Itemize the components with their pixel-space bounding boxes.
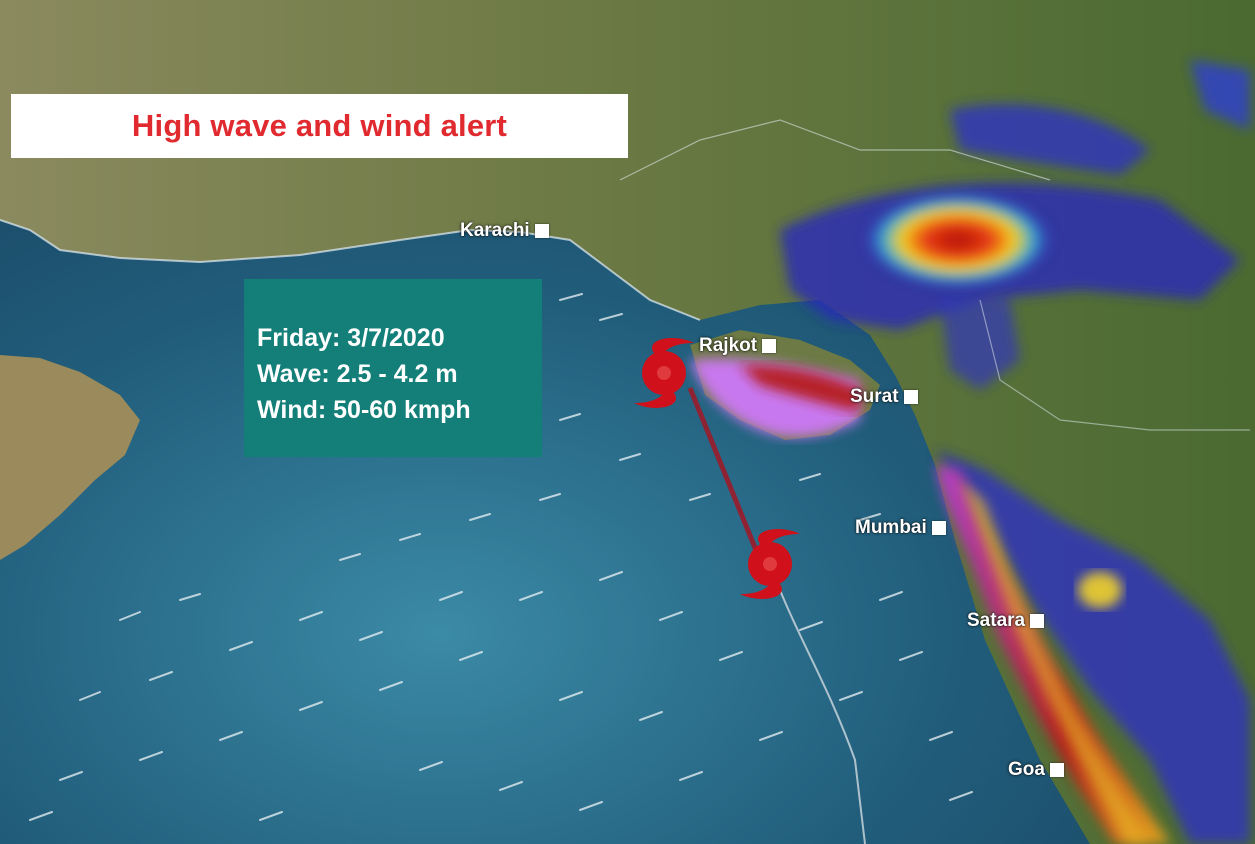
city-marker-icon (931, 521, 946, 535)
cyclone-icon (634, 338, 694, 408)
city-marker-icon (762, 339, 777, 353)
city-marker-icon (1049, 763, 1064, 777)
alert-title: High wave and wind alert (131, 108, 508, 143)
city-satara: Satara (967, 610, 1045, 632)
city-mumbai: Mumbai (855, 517, 946, 539)
city-label: Rajkot (699, 335, 758, 356)
city-marker-icon (534, 224, 549, 238)
storm-track (687, 387, 763, 561)
city-karachi: Karachi (460, 220, 549, 242)
city-surat: Surat (850, 386, 918, 408)
forecast-track (779, 589, 866, 844)
city-label: Mumbai (855, 517, 927, 538)
city-label: Satara (967, 610, 1026, 631)
city-label: Karachi (460, 220, 530, 241)
forecast-info-box: Friday: 3/7/2020 Wave: 2.5 - 4.2 m Wind:… (244, 279, 542, 457)
city-marker-icon (903, 390, 918, 404)
forecast-day: Friday: 3/7/2020 (257, 324, 445, 352)
cyclone-icon (740, 529, 800, 599)
city-label: Surat (850, 386, 899, 407)
city-marker-icon (1030, 614, 1045, 628)
city-label: Goa (1008, 759, 1045, 780)
land-oman (0, 355, 140, 560)
forecast-wind: Wind: 50-60 kmph (257, 396, 471, 424)
city-rajkot: Rajkot (699, 335, 777, 357)
forecast-wave: Wave: 2.5 - 4.2 m (257, 360, 458, 388)
city-goa: Goa (1008, 759, 1064, 781)
alert-banner: High wave and wind alert (11, 94, 628, 158)
